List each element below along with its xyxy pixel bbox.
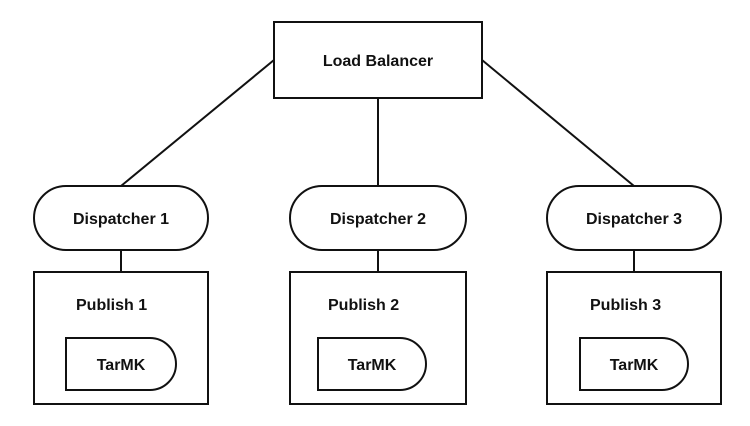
dispatcher-3-label: Dispatcher 3 [586,211,682,228]
publish-node-2[interactable]: Publish 2 TarMK [289,271,467,405]
edge-lb-to-dispatcher-1 [120,59,275,187]
load-balancer-box [273,21,483,99]
dispatcher-1-label: Dispatcher 1 [73,211,169,228]
publish-node-1[interactable]: Publish 1 TarMK [33,271,209,405]
dispatcher-node-2[interactable]: Dispatcher 2 [289,185,467,251]
dispatcher-node-3[interactable]: Dispatcher 3 [546,185,722,251]
publish-3-label: Publish 3 [590,297,661,314]
publish-2-label: Publish 2 [328,297,399,314]
tarmk-3-label: TarMK [610,357,659,374]
dispatcher-node-1[interactable]: Dispatcher 1 [33,185,209,251]
load-balancer-label: Load Balancer [323,53,433,70]
tarmk-2-label: TarMK [348,357,397,374]
tarmk-3-storage-shape [579,337,689,391]
dispatcher-2-label: Dispatcher 2 [330,211,426,228]
connectors [120,59,635,272]
edge-lb-to-dispatcher-3 [481,59,635,187]
dispatcher-3-box [546,185,722,251]
tarmk-1-storage-shape [65,337,177,391]
publish-1-label: Publish 1 [76,297,147,314]
dispatcher-1-box [33,185,209,251]
publish-node-3[interactable]: Publish 3 TarMK [546,271,722,405]
tarmk-2-storage-shape [317,337,427,391]
tarmk-1-label: TarMK [97,357,146,374]
load-balancer-node[interactable]: Load Balancer [273,21,483,99]
dispatcher-2-box [289,185,467,251]
